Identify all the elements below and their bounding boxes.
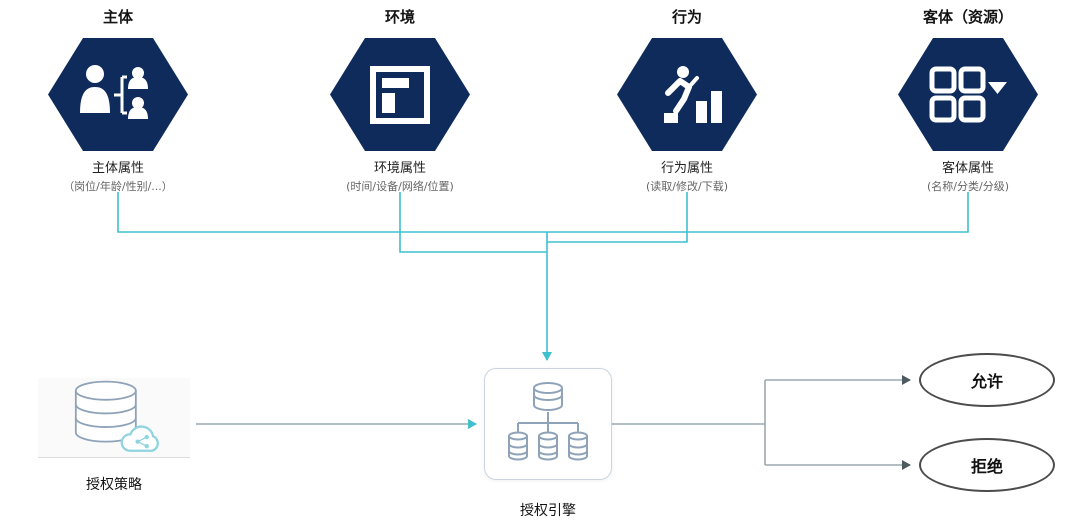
node-title: 主体 [102,8,133,26]
attribute-node-subject: 主体 主体属性 （岗位/年龄/性别/...） [38,6,198,194]
decision-deny-label: 拒绝 [970,457,1003,476]
behavior-hexagon [617,38,757,151]
attr-title: 环境属性 [373,161,426,176]
authorization-policy-label: 授权策略 [86,477,142,493]
database-tree-icon [508,382,588,461]
environment-hexagon [330,38,470,151]
object-hexagon [898,38,1038,151]
attr-detail: (名称/分类/分级) [927,180,1009,193]
authorization-engine-box [484,368,612,480]
attribute-node-object: 客体（资源） 客体属性 (名称/分类/分级) [888,6,1048,194]
database-cloud-icon [74,380,159,452]
attr-detail: (时间/设备/网络/位置) [346,180,454,193]
attr-detail: （岗位/年龄/性别/...） [63,180,173,193]
authorization-engine-label: 授权引擎 [520,503,576,519]
grid-dropdown-icon [929,66,1007,122]
attr-title: 客体属性 [941,161,994,176]
environment-connector-line [399,192,547,253]
runner-bars-icon [664,65,722,123]
attr-title: 行为属性 [660,161,713,176]
node-title: 行为 [671,8,702,26]
node-title: 环境 [384,8,415,26]
node-title: 客体（资源） [922,8,1013,26]
subject-hexagon [48,38,188,151]
window-layout-icon [370,65,430,124]
attr-title: 主体属性 [91,161,144,176]
attribute-node-behavior: 行为 行为属性 (读取/修改/下载) [607,6,767,194]
subject-connector-line [117,192,547,233]
decision-deny: 拒绝 [919,438,1055,492]
behavior-connector-line [547,192,688,243]
decision-allow-label: 允许 [970,372,1003,391]
attribute-node-environment: 环境 环境属性 (时间/设备/网络/位置) [320,6,480,194]
authorization-policy-panel [38,378,190,458]
object-connector-line [547,192,969,233]
person-hierarchy-icon [80,64,148,119]
attr-detail: (读取/修改/下载) [646,180,728,193]
decision-allow: 允许 [919,353,1055,407]
